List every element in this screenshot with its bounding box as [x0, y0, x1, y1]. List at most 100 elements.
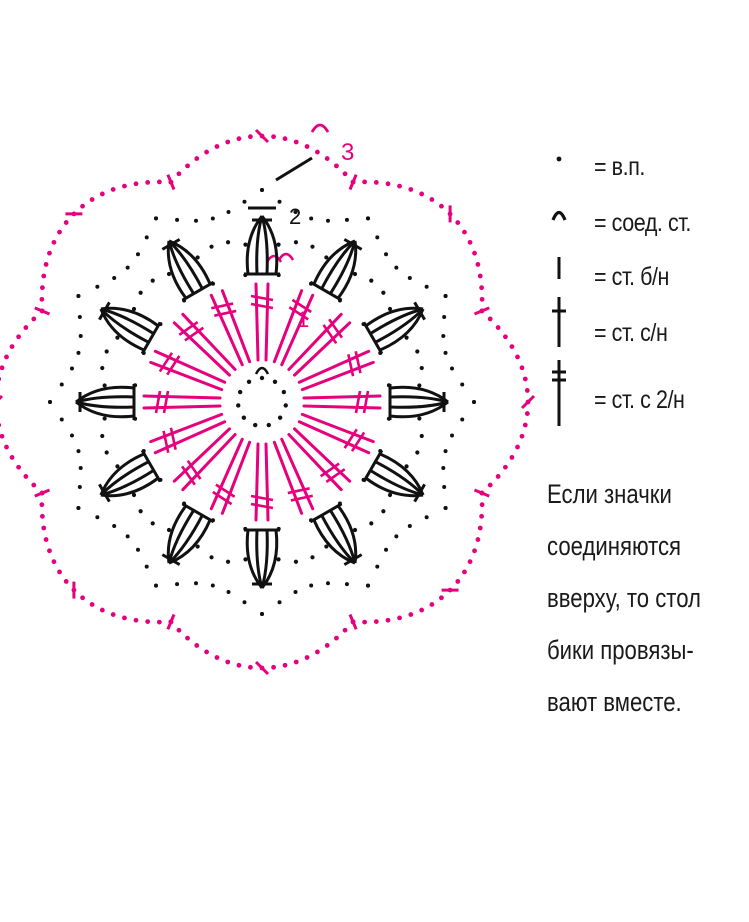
- chain-stitch-dot: [69, 433, 74, 438]
- edging-chain-dot: [429, 197, 435, 202]
- shell-base: [140, 449, 162, 483]
- chain-stitch-dot: [366, 216, 370, 221]
- edging-single-crochet: [254, 660, 270, 676]
- chain-stitch-dot: [369, 521, 374, 526]
- chain-stitch-dot: [277, 199, 282, 204]
- petal-cross: [169, 427, 177, 450]
- shell-cluster: [244, 528, 280, 589]
- edging-chain-dot: [324, 156, 330, 161]
- edging-tick: [473, 488, 490, 498]
- edging-chain-dot: [248, 664, 253, 670]
- edging-chain-dot: [176, 627, 182, 633]
- chain-stitch-dot: [138, 290, 143, 295]
- edging-chain-dot: [439, 203, 444, 209]
- chain-stitch-dot: [361, 477, 366, 482]
- edging-chain-dot: [509, 344, 515, 349]
- chain-stitch-dot: [135, 252, 140, 257]
- chain-stitch-dot: [112, 275, 117, 280]
- chain-stitch-dot: [115, 464, 120, 469]
- edging-tick: [473, 306, 490, 316]
- edging-chain-dot: [385, 181, 391, 187]
- shell-cluster: [75, 384, 136, 420]
- petal-stroke: [300, 360, 375, 392]
- chain-stitch-dot: [386, 416, 391, 421]
- petal-stitch-pair: [149, 412, 227, 455]
- chain-stitch-dot: [419, 365, 424, 371]
- edging-chain-dot: [4, 354, 9, 360]
- edging-chain-dot: [462, 569, 467, 575]
- edging-chain-dot: [39, 502, 45, 508]
- chain-stitch-dot: [131, 492, 137, 498]
- edging-chain-dot: [185, 163, 190, 169]
- edging-chain-dot: [397, 183, 402, 189]
- slip-bar: [275, 156, 313, 182]
- edging-chain-dot: [214, 655, 220, 660]
- chain-stitch-dot: [77, 484, 82, 489]
- edging-chain-dot: [419, 191, 425, 197]
- edging-single-crochet: [0, 394, 4, 410]
- round-label-1: 1: [297, 307, 309, 332]
- edging-chain-dot: [39, 296, 45, 302]
- chain-stitch-dot: [210, 216, 215, 221]
- shell-cluster: [309, 502, 363, 566]
- chain-stitch-dot: [243, 273, 248, 278]
- edging-chain-dot: [0, 433, 5, 439]
- chain-stitch-dot: [407, 275, 412, 280]
- chain-stitch-dot: [381, 509, 386, 514]
- chain-stitch-dot: [182, 298, 187, 303]
- chain-stitch-dot: [378, 351, 383, 356]
- edging-chain-dot: [133, 617, 139, 623]
- edging-chain-dot: [110, 612, 116, 617]
- petal-stroke: [209, 437, 244, 511]
- edging-chain-dot: [519, 433, 525, 439]
- chain-stitch-dot: [104, 450, 109, 455]
- round-label-2: 2: [289, 204, 301, 229]
- chain-stitch-dot: [442, 315, 447, 320]
- chain-stitch-dot: [404, 464, 409, 469]
- petal-stitch-pair: [172, 427, 237, 492]
- chain-stitch-dot: [308, 518, 313, 523]
- petal-cross: [343, 428, 358, 449]
- chain-stitch-dot: [369, 278, 374, 283]
- edging-chain-dot: [156, 619, 162, 625]
- edging-chain-dot: [479, 296, 485, 302]
- edging-chain-dot: [524, 388, 530, 393]
- chain-stitch-dot: [293, 209, 298, 214]
- petal-cross: [325, 468, 346, 483]
- chain-stitch-dot: [450, 366, 455, 371]
- edging-single-crochet: [520, 394, 536, 410]
- chain-stitch-dot: [276, 526, 281, 531]
- chain-stitch-dot: [337, 501, 342, 506]
- edging-chain-dot: [455, 579, 461, 584]
- petal-stitch-pair: [302, 390, 382, 414]
- double-crochet-cross-icon: [548, 297, 582, 363]
- edging-chain-dot: [495, 474, 501, 479]
- chain-stitch-dot: [325, 218, 330, 223]
- chain-stitch-dot: [344, 217, 349, 222]
- edging-chain-dot: [63, 220, 69, 225]
- shell-cluster: [388, 384, 449, 420]
- note-line: Если значки: [547, 479, 672, 509]
- slip-stitch-arc: [310, 123, 330, 133]
- chain-stitch-dot-icon: [548, 137, 582, 197]
- chain-stitch-dot: [78, 334, 83, 339]
- petal-cross: [212, 490, 233, 506]
- petal-stroke: [172, 427, 231, 483]
- edging-chain-dot: [282, 136, 288, 142]
- edging-chain-dot: [385, 617, 391, 623]
- edging-chain-dot: [522, 376, 528, 382]
- slip-stitch-arc: [277, 252, 295, 261]
- edging-single-crochet: [166, 613, 176, 630]
- petal-stroke: [142, 404, 222, 410]
- edging-chain-dot: [293, 139, 299, 145]
- edging-chain-dot: [23, 474, 29, 479]
- chain-stitch-dot: [324, 255, 329, 260]
- shell-cluster: [161, 238, 215, 302]
- chain-stitch-dot: [415, 450, 420, 455]
- note-line: вают вместе.: [547, 687, 682, 712]
- chain-stitch-dot: [133, 383, 138, 388]
- petal-cross: [291, 298, 312, 314]
- petal-cross: [354, 390, 362, 414]
- center-chain-dot: [237, 389, 243, 395]
- petal-stroke: [297, 420, 371, 455]
